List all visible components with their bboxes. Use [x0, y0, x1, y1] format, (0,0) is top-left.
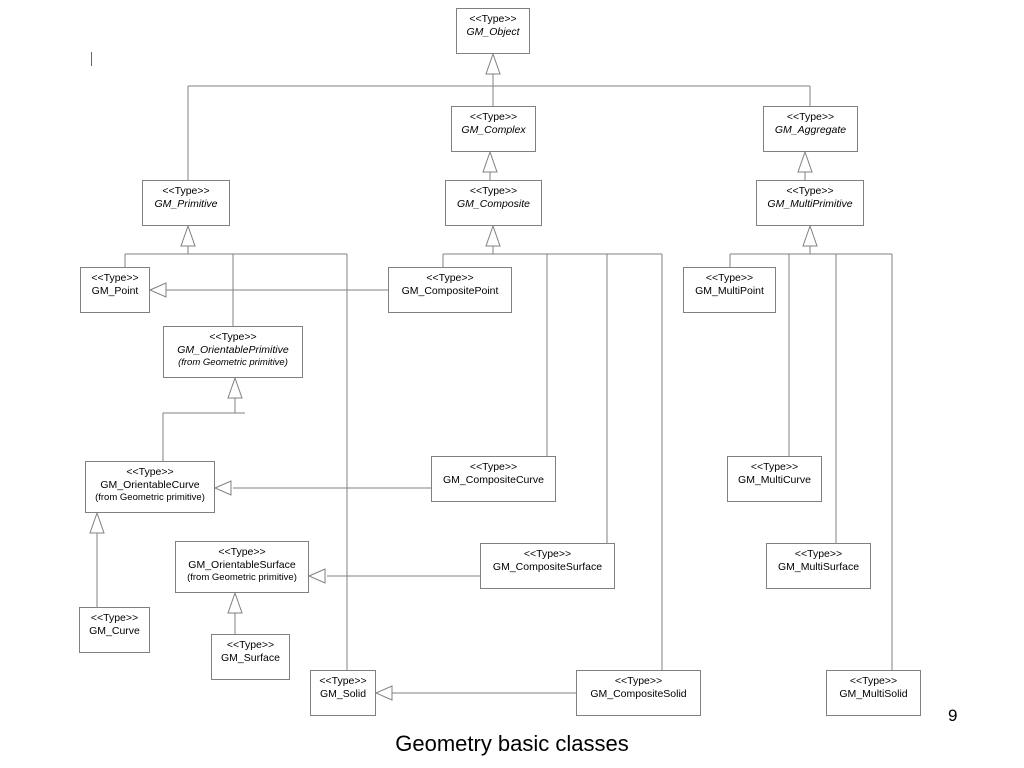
class-node-gm-object: <<Type>>GM_Object: [456, 8, 530, 54]
class-name-label: GM_OrientablePrimitive: [177, 344, 289, 356]
class-name-label: GM_MultiSolid: [839, 688, 908, 700]
stereotype-label: <<Type>>: [226, 639, 275, 651]
class-node-gm-point: <<Type>>GM_Point: [80, 267, 150, 313]
stereotype-label: <<Type>>: [162, 185, 210, 197]
class-name-label: GM_MultiSurface: [777, 561, 860, 573]
class-name-label: GM_MultiPrimitive: [767, 198, 853, 210]
class-node-gm-aggregate: <<Type>>GM_Aggregate: [763, 106, 858, 152]
slide-title: Geometry basic classes: [395, 731, 629, 756]
generalization-arrowhead: [485, 52, 501, 75]
class-name-label: GM_Solid: [319, 688, 367, 700]
class-node-gm-multisolid: <<Type>>GM_MultiSolid: [826, 670, 921, 716]
class-name-label: GM_CompositeSurface: [492, 561, 603, 573]
generalization-arrowhead: [797, 150, 813, 173]
stereotype-label: <<Type>>: [469, 461, 518, 473]
package-note-label: (from Geometric primitive): [95, 492, 205, 503]
class-name-label: GM_Curve: [89, 625, 140, 637]
class-name-label: GM_Object: [466, 26, 520, 38]
generalization-arrowhead: [227, 591, 243, 614]
class-name-label: GM_Surface: [221, 652, 280, 664]
stereotype-label: <<Type>>: [469, 111, 518, 123]
generalization-arrowhead: [148, 282, 167, 298]
generalization-arrowhead: [227, 376, 243, 399]
class-name-label: GM_Aggregate: [774, 124, 847, 136]
class-node-gm-compositepoint: <<Type>>GM_CompositePoint: [388, 267, 512, 313]
class-node-gm-multiprimitive: <<Type>>GM_MultiPrimitive: [756, 180, 864, 226]
class-name-label: GM_CompositeSolid: [590, 688, 687, 700]
stereotype-label: <<Type>>: [469, 13, 517, 25]
stereotype-label: <<Type>>: [786, 185, 834, 197]
stereotype-label: <<Type>>: [218, 546, 266, 558]
class-name-label: GM_Composite: [457, 198, 530, 210]
class-name-label: GM_Primitive: [154, 198, 218, 210]
class-node-gm-multicurve: <<Type>>GM_MultiCurve: [727, 456, 822, 502]
stereotype-label: <<Type>>: [319, 675, 367, 687]
stereotype-label: <<Type>>: [750, 461, 799, 473]
diagram-arrowheads: [89, 52, 818, 701]
class-node-gm-orientablesurface: <<Type>>GM_OrientableSurface(from Geomet…: [175, 541, 309, 593]
page-number: 9: [948, 706, 958, 725]
class-node-gm-compositesolid: <<Type>>GM_CompositeSolid: [576, 670, 701, 716]
class-name-label: GM_Point: [91, 285, 139, 297]
class-node-gm-compositecurve: <<Type>>GM_CompositeCurve: [431, 456, 556, 502]
diagram-connectors: [96, 74, 893, 694]
package-note-label: (from Geometric primitive): [178, 357, 288, 368]
class-name-label: GM_Complex: [461, 124, 526, 136]
class-name-label: GM_OrientableSurface: [188, 559, 296, 571]
generalization-arrowhead: [213, 480, 232, 496]
generalization-arrowhead: [89, 511, 105, 534]
class-node-gm-curve: <<Type>>GM_Curve: [79, 607, 150, 653]
stereotype-label: <<Type>>: [523, 548, 572, 560]
stereotype-label: <<Type>>: [849, 675, 898, 687]
generalization-arrowhead: [374, 685, 393, 701]
class-node-gm-primitive: <<Type>>GM_Primitive: [142, 180, 230, 226]
class-node-gm-composite: <<Type>>GM_Composite: [445, 180, 542, 226]
generalization-arrowhead: [307, 568, 326, 584]
class-name-label: GM_CompositePoint: [401, 285, 499, 297]
class-node-gm-compositesurface: <<Type>>GM_CompositeSurface: [480, 543, 615, 589]
stereotype-label: <<Type>>: [91, 272, 139, 284]
generalization-arrowhead: [180, 224, 196, 247]
stereotype-label: <<Type>>: [209, 331, 257, 343]
generalization-arrowhead: [482, 150, 498, 173]
class-name-label: GM_MultiPoint: [695, 285, 764, 297]
class-node-gm-solid: <<Type>>GM_Solid: [310, 670, 376, 716]
stereotype-label: <<Type>>: [126, 466, 174, 478]
generalization-arrowhead: [802, 224, 818, 247]
class-node-gm-orientablecurve: <<Type>>GM_OrientableCurve(from Geometri…: [85, 461, 215, 513]
stereotype-label: <<Type>>: [614, 675, 663, 687]
class-node-gm-complex: <<Type>>GM_Complex: [451, 106, 536, 152]
class-node-gm-orientableprimitive: <<Type>>GM_OrientablePrimitive(from Geom…: [163, 326, 303, 378]
class-name-label: GM_OrientableCurve: [100, 479, 200, 491]
stereotype-label: <<Type>>: [426, 272, 474, 284]
text-cursor-mark: [91, 52, 92, 66]
class-node-gm-multisurface: <<Type>>GM_MultiSurface: [766, 543, 871, 589]
class-node-gm-surface: <<Type>>GM_Surface: [211, 634, 290, 680]
stereotype-label: <<Type>>: [794, 548, 843, 560]
class-name-label: GM_MultiCurve: [738, 474, 811, 486]
package-note-label: (from Geometric primitive): [187, 572, 297, 583]
stereotype-label: <<Type>>: [705, 272, 754, 284]
stereotype-label: <<Type>>: [469, 185, 518, 197]
generalization-arrowhead: [485, 224, 501, 247]
stereotype-label: <<Type>>: [786, 111, 835, 123]
class-name-label: GM_CompositeCurve: [443, 474, 544, 486]
stereotype-label: <<Type>>: [90, 612, 139, 624]
class-node-gm-multipoint: <<Type>>GM_MultiPoint: [683, 267, 776, 313]
